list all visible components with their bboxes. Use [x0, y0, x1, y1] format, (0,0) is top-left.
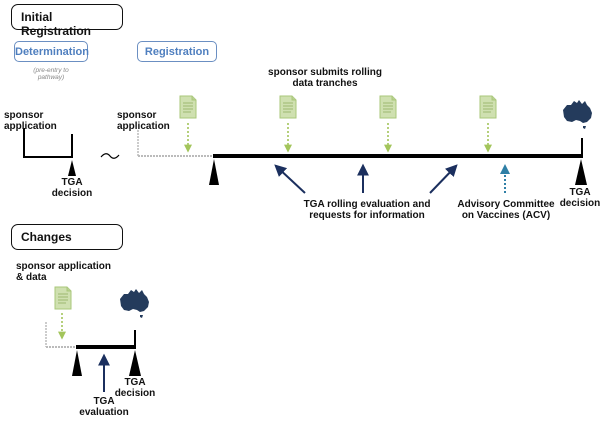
changes-sponsor-line2: & data	[16, 272, 47, 283]
sponsor-application-left-label: sponsor application	[4, 110, 57, 132]
document-icon	[179, 95, 197, 119]
rolling-tranches-label: sponsor submits rolling data tranches	[245, 67, 405, 89]
sponsor-app-right-line1: sponsor	[117, 110, 157, 121]
changes-decision-line1: TGA	[124, 377, 146, 388]
determination-note: (pre-entry to pathway)	[18, 67, 84, 81]
tga-decision-right-line2: decision	[559, 198, 601, 209]
sponsor-app-left-line1: sponsor	[4, 110, 44, 121]
sponsor-app-right-line2: application	[117, 121, 170, 132]
phase-registration-label: Registration	[144, 46, 210, 58]
changes-start-marker	[72, 350, 82, 376]
changes-decision-marker	[129, 350, 141, 376]
acv-line2: on Vaccines (ACV)	[461, 210, 551, 221]
rolling-line2: data tranches	[292, 78, 358, 89]
australia-map-icon	[563, 100, 592, 129]
initial-registration-title-text: Initial Registration	[21, 10, 92, 38]
determination-note-line2: pathway)	[37, 74, 65, 81]
changes-sponsor-label: sponsor application & data	[16, 261, 111, 283]
acv-label: Advisory Committee on Vaccines (ACV)	[450, 199, 562, 221]
determination-decision-marker	[68, 160, 76, 176]
changes-sponsor-line1: sponsor application	[16, 261, 112, 272]
changes-evaluation-line2: evaluation	[79, 407, 129, 418]
evaluation-line2: requests for information	[309, 210, 425, 221]
determination-note-line1: (pre-entry to	[33, 67, 69, 74]
changes-title-text: Changes	[21, 230, 72, 244]
registration-decision-marker	[575, 159, 587, 185]
changes-decision-line2: decision	[114, 388, 156, 399]
tilde-break-icon	[100, 153, 120, 159]
changes-title: Changes	[11, 224, 123, 250]
changes-evaluation-line1: TGA	[93, 396, 115, 407]
rolling-evaluation-label: TGA rolling evaluation and requests for …	[292, 199, 442, 221]
document-icon	[379, 95, 397, 119]
document-icon	[279, 95, 297, 119]
tga-decision-right-line1: TGA	[569, 187, 591, 198]
registration-timeline	[137, 130, 587, 185]
document-icon	[479, 95, 497, 119]
australia-map-icon	[120, 289, 149, 318]
determination-timeline	[23, 128, 76, 176]
phase-determination: Determination	[14, 41, 89, 62]
tga-decision-right-label: TGA decision	[555, 187, 605, 209]
evaluation-line1: TGA rolling evaluation and	[303, 199, 431, 210]
changes-timeline	[45, 322, 141, 376]
initial-registration-title: Initial Registration	[11, 4, 123, 38]
acv-line1: Advisory Committee	[457, 199, 555, 210]
tga-decision-left-line1: TGA	[61, 177, 83, 188]
sponsor-application-right-label: sponsor application	[117, 110, 170, 132]
rolling-line1: sponsor submits rolling	[268, 67, 382, 78]
document-icon	[54, 286, 72, 310]
evaluation-arrow-left	[274, 164, 306, 194]
sponsor-app-left-line2: application	[4, 121, 57, 132]
changes-evaluation-label: TGA evaluation	[76, 396, 132, 418]
registration-start-marker	[209, 159, 219, 185]
phase-registration: Registration	[137, 41, 217, 62]
phase-determination-label: Determination	[15, 46, 89, 58]
evaluation-arrow-right	[429, 164, 458, 194]
tga-decision-left-line2: decision	[51, 188, 93, 199]
tga-decision-left-label: TGA decision	[40, 177, 104, 199]
changes-decision-label: TGA decision	[113, 377, 157, 399]
